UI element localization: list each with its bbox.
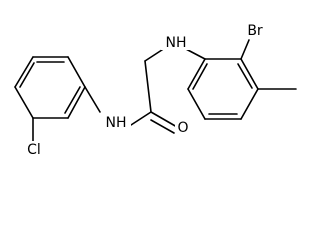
bond — [14, 86, 34, 119]
aromatic-inner-bond — [19, 62, 35, 88]
label-background — [175, 119, 191, 135]
aromatic-inner-bond — [192, 63, 208, 90]
bond-nh-carbonyl — [130, 111, 152, 126]
carbonyl-oxygen-atom: O — [175, 119, 191, 136]
bond — [67, 56, 86, 88]
bond — [240, 58, 259, 90]
bond — [187, 88, 206, 120]
chlorine-atom: Cl — [24, 141, 44, 158]
chlorine-label: Cl — [27, 142, 41, 158]
bond-carbonyl-ch2 — [144, 60, 152, 113]
label-background — [24, 141, 44, 157]
bond-ring-c-br — [240, 39, 250, 60]
bromine-atom: Br — [244, 22, 266, 39]
amide-nh-atom: NH — [101, 114, 131, 131]
bond — [67, 86, 86, 119]
amine-nh-atom: NH — [161, 34, 191, 51]
bond-carbonyl-oxygen-a — [150, 111, 178, 128]
nh-label: NH — [166, 35, 187, 51]
nh-label: NH — [106, 115, 127, 131]
label-background — [161, 34, 191, 50]
aromatic-inner-bond — [237, 63, 253, 89]
oxygen-label: O — [177, 120, 188, 136]
bond — [14, 56, 34, 88]
bond-carbonyl-oxygen-b — [150, 119, 175, 134]
bond-ring-nh — [84, 86, 101, 113]
chemical-structure: NH NH O Br Cl — [14, 22, 297, 158]
chlorophenyl-ring — [14, 56, 86, 119]
bond — [240, 88, 259, 120]
bromomethylphenyl-ring — [187, 58, 259, 120]
aromatic-inner-bond — [64, 86, 81, 114]
label-background — [101, 114, 131, 130]
bond — [187, 58, 206, 90]
label-background — [244, 22, 266, 38]
bromine-label: Br — [247, 23, 263, 39]
